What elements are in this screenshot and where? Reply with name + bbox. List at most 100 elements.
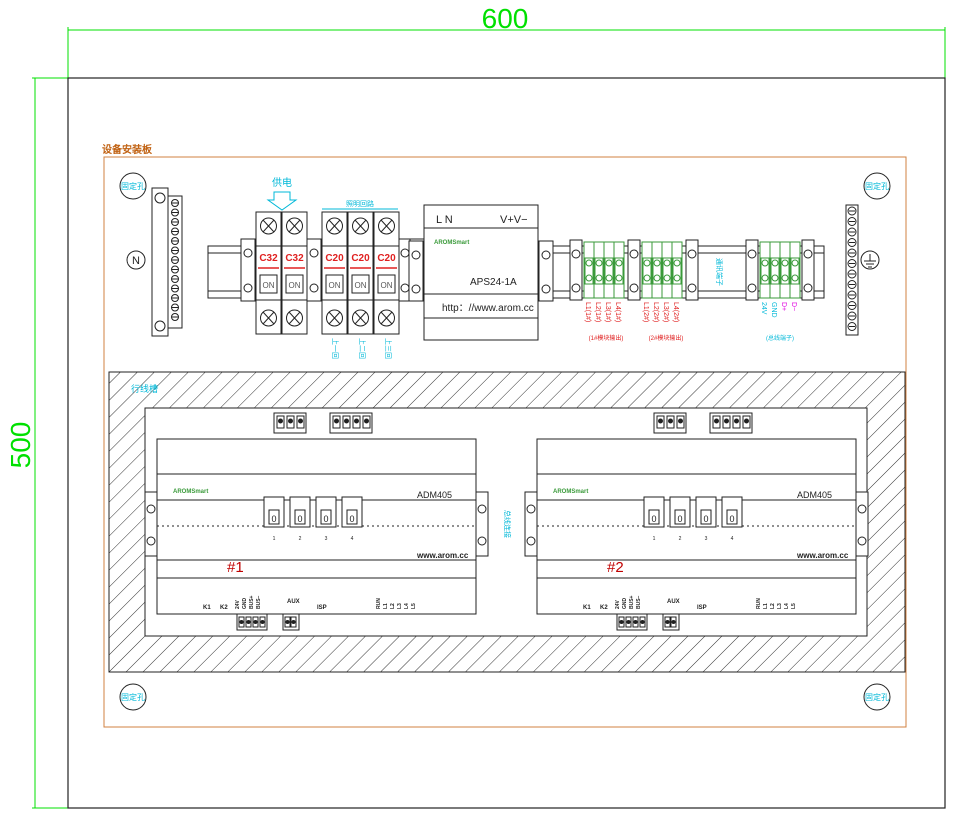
breaker-toggle[interactable] [377,274,396,294]
svg-text:固定孔: 固定孔 [121,181,145,191]
breaker-toggle[interactable] [351,274,370,294]
module-clip-left [524,491,538,557]
terminal-end-clip [685,239,699,301]
module-model: ADM405 [417,490,452,500]
mounting-plate [103,156,907,728]
neutral-screw [171,246,179,255]
terminal-label: D+ [780,302,787,311]
terminal-label: L1(2#) [642,302,649,322]
module-bottom-label: RUN [756,598,762,609]
module-bottom-label: L4 [404,603,410,609]
module-bottom-label: L4 [784,603,790,609]
bus-connector-label: 总线连接 [503,510,512,538]
terminal-label: L4(2#) [672,302,679,322]
module-bottom-label: RUN [376,598,382,609]
trunking-label: 行线槽 [131,383,158,394]
module-1: ⏚ N LL1 L2 L3 L4AROMSmartADM405www.arom.… [144,412,489,631]
module-switch-value: 0 [271,514,276,524]
module-clip-left [144,491,158,557]
module-bottom-label: L5 [791,603,797,609]
svg-text:固定孔: 固定孔 [865,692,889,702]
module-bottom-label: L2 [390,603,396,609]
breaker-state: ON [289,281,301,290]
fixing-hole-br: 固定孔 [863,683,891,711]
module-bottom-label: K1 [583,605,591,611]
psu-terminals-right: V+V− [500,214,528,226]
module-bottom-label: 24V [235,599,241,609]
module-channel-number: 2 [299,536,302,542]
module-channel-number: 4 [351,536,354,542]
terminal-blocks: L1(1#)L2(1#)L3(1#)L4(1#)L1(2#)L2(2#)L3(2… [569,239,815,322]
breaker-state: ON [329,281,341,290]
terminal-label: GND [770,302,777,318]
module-bottom-label: K2 [220,605,228,611]
module-model: ADM405 [797,490,832,500]
terminal-end-clip [627,239,641,301]
module-channel-number: 1 [653,536,656,542]
module-bottom-label: 24V [615,599,621,609]
neutral-screw [171,265,179,274]
module-bottom-label: ISP [317,605,327,611]
width-dimension-label: 600 [482,3,529,34]
psu-brand: AROMSmart [434,240,469,246]
module-bottom-label: BUS+ [249,595,255,609]
module-bottom-label: BUS+ [629,595,635,609]
breaker-state: ON [381,281,393,290]
modules: ⏚ N LL1 L2 L3 L4AROMSmartADM405www.arom.… [144,412,869,631]
neutral-screw [171,199,179,207]
module-channel-number: 4 [731,536,734,542]
breaker-rating: C32 [259,253,278,264]
module-bottom-label: L3 [397,603,403,609]
module-bottom-label: ISP [697,605,707,611]
module-id: #1 [227,559,244,576]
supply-arrow: 供电 [266,176,298,211]
module-channel-number: 3 [325,536,328,542]
breaker-toggle[interactable] [285,274,304,294]
module-switch-value: 0 [729,514,734,524]
group2-caption: (2#模块输出) [649,334,684,342]
height-dimension-label: 500 [5,422,36,469]
fixing-hole-tl: 固定孔 [119,172,147,200]
module-bottom-label: L1 [383,603,389,609]
breaker-rating: C20 [325,253,344,264]
breaker-toggle[interactable] [325,274,344,294]
cabinet-outline [67,77,946,809]
psu-terminals-left: L N [436,214,453,226]
ground-icon [860,250,880,270]
module-switch-value: 0 [651,514,656,524]
module-bottom-label: AUX [287,599,300,605]
feed-label-2: 上二回 [358,338,367,359]
terminal-label: L3(1#) [604,302,611,322]
communication-terminal-label: 通讯端子 [715,258,724,286]
module-2: ⏚ N LL1 L2 L3 L4AROMSmartADM405www.arom.… [524,412,869,631]
ground-screw [847,290,857,300]
neutral-screw [171,218,179,226]
ground-screw [847,322,857,331]
neutral-bar [151,187,183,337]
group1-caption: (1#模块输出) [589,334,624,342]
ground-screw [847,227,857,237]
terminal-label: L4(1#) [614,302,621,322]
terminal-label: L2(2#) [652,302,659,322]
neutral-screw [171,275,179,283]
ground-screw [847,280,857,289]
neutral-screw [171,284,179,293]
ground-screw [847,259,857,268]
breaker-rating: C20 [377,253,396,264]
module-channel-number: 2 [679,536,682,542]
svg-text:照明回路: 照明回路 [346,199,374,208]
breaker-toggle[interactable] [259,274,278,294]
breaker-state: ON [263,281,275,290]
terminal-label: L2(1#) [594,302,601,322]
module-bottom-label: L2 [770,603,776,609]
module-switch-value: 0 [677,514,682,524]
neutral-screw [171,237,179,245]
module-brand: AROMSmart [553,489,588,495]
neutral-symbol: N [126,250,146,270]
